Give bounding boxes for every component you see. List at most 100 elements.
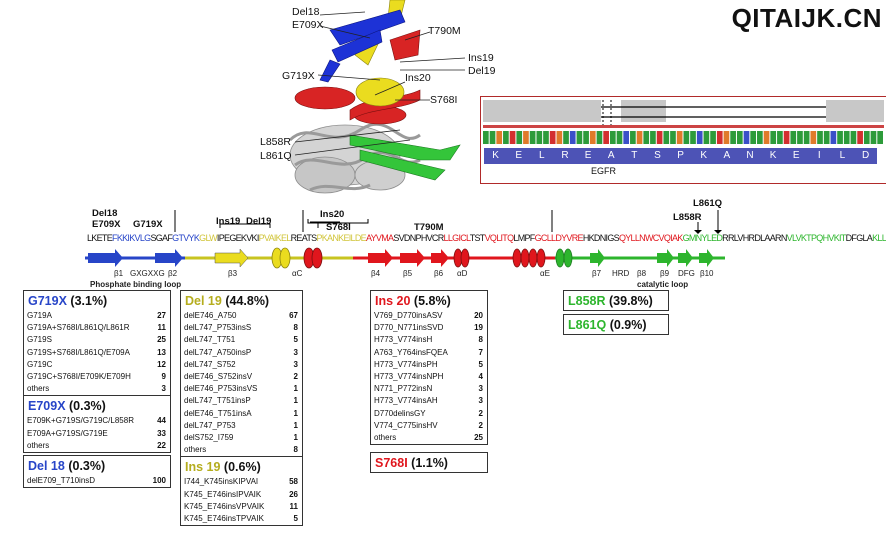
ins20-title: Ins 20 bbox=[375, 294, 411, 308]
sequence-letter: S bbox=[654, 150, 661, 161]
color-strip-cell bbox=[863, 131, 870, 144]
ss-b3: β3 bbox=[228, 269, 238, 278]
secondary-structure-track bbox=[85, 247, 725, 269]
kinase-sequence: LKETEFKKIKVLGSGAFGTVYKGLWIPEGEKVKIPVAIKE… bbox=[87, 233, 886, 243]
mutation-percent: 11 bbox=[157, 323, 166, 333]
color-strip-cell bbox=[830, 131, 837, 144]
egfr-caption: EGFR bbox=[591, 166, 617, 176]
mutation-name: delL747_S752 bbox=[184, 359, 236, 369]
label-del19: Del19 bbox=[468, 65, 496, 77]
color-strip-cell bbox=[569, 131, 576, 144]
sequence-letter: K bbox=[492, 150, 499, 161]
color-strip-cell bbox=[750, 131, 757, 144]
sequence-segment: HKDNIGS bbox=[582, 233, 620, 243]
mutation-name: V769_D770insASV bbox=[374, 311, 443, 320]
mutation-name: G719A bbox=[27, 311, 52, 320]
mutation-percent: 67 bbox=[289, 311, 298, 320]
label-t790m: T790M bbox=[428, 25, 461, 37]
label-g719x: G719X bbox=[282, 70, 315, 82]
mutation-name: delE709_T710insD bbox=[27, 476, 96, 485]
color-strip-cell bbox=[529, 131, 536, 144]
mutation-percent: 2 bbox=[478, 408, 483, 418]
ins19-header: Ins 19 (0.6%) bbox=[181, 457, 302, 476]
mutation-name: delL747_A750insP bbox=[184, 347, 252, 357]
seq-label-s768i: S768I bbox=[326, 222, 351, 233]
ss-b2: β2 bbox=[168, 269, 178, 278]
color-strip-cell bbox=[730, 131, 736, 144]
mutation-percent: 12 bbox=[157, 359, 166, 369]
sequence-letter: E bbox=[584, 150, 592, 161]
mutation-name: K745_E746insVPVAIK bbox=[184, 501, 265, 511]
mutation-name: H773_V774insH bbox=[374, 335, 433, 345]
sequence-segment: PVAIKEL bbox=[258, 233, 292, 243]
l861q-title: L861Q bbox=[568, 318, 607, 332]
color-strip-cell bbox=[496, 131, 503, 144]
ss-b5: β5 bbox=[403, 269, 413, 278]
color-strip-cell bbox=[589, 131, 596, 144]
sequence-segment: GMNYLED bbox=[682, 233, 723, 243]
mutation-percent: 1 bbox=[293, 433, 298, 443]
mutation-percent: 19 bbox=[474, 323, 483, 333]
sequence-segment: DFGLA bbox=[845, 233, 873, 243]
label-l861q: L861Q bbox=[260, 150, 292, 162]
mutation-name: H773_V774insPH bbox=[374, 359, 438, 369]
mutation-name: others bbox=[184, 445, 207, 455]
color-strip-cell bbox=[810, 131, 817, 144]
mutation-name: delE746_T751insA bbox=[184, 408, 252, 418]
table-row: delS752_I759 1 bbox=[181, 432, 302, 444]
label-del18: Del18 bbox=[292, 6, 320, 18]
sequence-annotation-marks bbox=[174, 210, 722, 234]
mutation-percent: 8 bbox=[293, 323, 298, 333]
sequence-segment: REATS bbox=[290, 233, 318, 243]
watermark-text: QITAIJK.CN bbox=[731, 3, 882, 33]
sequence-letter: E bbox=[792, 150, 800, 161]
ss-b9: β9 bbox=[660, 269, 670, 278]
sequence-letter: K bbox=[700, 150, 708, 161]
mutation-percent: 25 bbox=[474, 433, 483, 443]
ss-ac: αC bbox=[292, 269, 303, 278]
mutation-name: others bbox=[27, 440, 50, 450]
mutation-percent: 3 bbox=[161, 384, 166, 394]
box-s768i: S768I (1.1%) bbox=[370, 452, 488, 473]
mutation-name: K745_E746insTPVAIK bbox=[184, 514, 264, 524]
color-strip-cell bbox=[623, 131, 630, 144]
color-strip-cell bbox=[843, 131, 850, 144]
mutation-percent: 5 bbox=[293, 514, 298, 524]
color-strip-cell bbox=[630, 131, 636, 144]
color-strip-cell bbox=[690, 131, 696, 144]
mutation-name: E709K+G719S/G719C/L858R bbox=[27, 416, 134, 426]
mutation-name: I744_K745insKIPVAI bbox=[184, 477, 259, 487]
s768i-title: S768I bbox=[375, 456, 408, 470]
sequence-letter: I bbox=[817, 150, 821, 161]
sequence-segment: GCLLDYVRE bbox=[534, 233, 584, 243]
catalytic-loop-label: catalytic loop bbox=[637, 280, 689, 289]
mutation-name: delS752_I759 bbox=[184, 433, 234, 443]
color-strip-cell bbox=[483, 131, 489, 144]
color-strip-cell bbox=[583, 131, 589, 144]
mutation-percent: 2 bbox=[293, 372, 298, 382]
sequence-letter: N bbox=[746, 150, 754, 161]
protein-structure-image bbox=[288, 0, 466, 194]
ss-b8: β8 bbox=[637, 269, 647, 278]
box-l861q: L861Q (0.9%) bbox=[563, 314, 669, 335]
color-strip-cell bbox=[509, 131, 516, 144]
sequence-segment: LLGICL bbox=[443, 233, 471, 243]
sequence-segment: QYLLNWCVQIAK bbox=[618, 233, 683, 243]
table-row: K745_E746insTPVAIK 5 bbox=[181, 513, 302, 525]
sequence-segment: TST bbox=[469, 233, 486, 243]
